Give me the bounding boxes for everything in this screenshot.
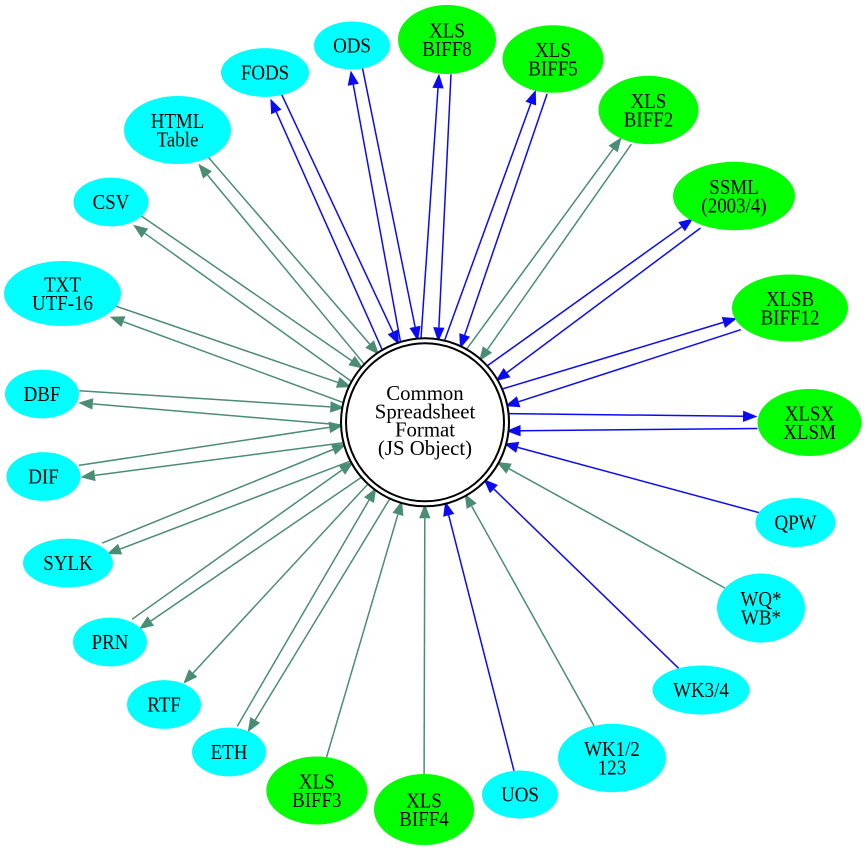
svg-text:XLS: XLS [429, 20, 465, 43]
svg-text:UOS: UOS [501, 784, 539, 807]
svg-text:BIFF8: BIFF8 [422, 38, 471, 61]
svg-text:XLS: XLS [631, 90, 667, 113]
svg-text:DBF: DBF [24, 383, 61, 406]
svg-text:XLS: XLS [299, 771, 335, 794]
svg-text:XLSB: XLSB [766, 288, 814, 311]
svg-text:(JS Object): (JS Object) [378, 437, 472, 460]
svg-text:BIFF2: BIFF2 [624, 109, 673, 132]
svg-text:UTF-16: UTF-16 [32, 292, 93, 315]
svg-text:WB*: WB* [741, 607, 781, 630]
svg-text:ODS: ODS [333, 35, 371, 58]
svg-text:Spreadsheet: Spreadsheet [375, 400, 476, 423]
svg-text:WK3/4: WK3/4 [673, 679, 729, 702]
svg-text:SSML: SSML [709, 176, 758, 199]
svg-text:HTML: HTML [151, 110, 205, 133]
svg-text:BIFF4: BIFF4 [399, 808, 448, 831]
svg-text:XLS: XLS [535, 39, 571, 62]
svg-text:RTF: RTF [147, 694, 181, 717]
svg-text:BIFF5: BIFF5 [528, 58, 577, 81]
svg-text:XLS: XLS [406, 790, 442, 813]
svg-text:QPW: QPW [774, 512, 816, 535]
svg-text:BIFF3: BIFF3 [292, 789, 341, 812]
svg-text:ETH: ETH [211, 741, 248, 764]
svg-text:Format: Format [395, 419, 455, 442]
svg-text:XLSM: XLSM [783, 421, 836, 444]
svg-text:FODS: FODS [241, 62, 289, 85]
svg-text:XLSX: XLSX [785, 403, 834, 426]
svg-text:Common: Common [386, 382, 464, 405]
svg-text:123: 123 [598, 757, 626, 780]
svg-text:(2003/4): (2003/4) [701, 195, 766, 218]
svg-text:DIF: DIF [28, 466, 58, 489]
svg-text:SYLK: SYLK [43, 552, 93, 575]
svg-text:WQ*: WQ* [741, 588, 782, 611]
svg-text:CSV: CSV [93, 191, 130, 214]
svg-text:TXT: TXT [44, 274, 81, 297]
svg-text:Table: Table [157, 129, 199, 152]
svg-text:WK1/2: WK1/2 [584, 738, 640, 761]
svg-text:PRN: PRN [92, 631, 129, 654]
svg-text:BIFF12: BIFF12 [761, 307, 820, 330]
